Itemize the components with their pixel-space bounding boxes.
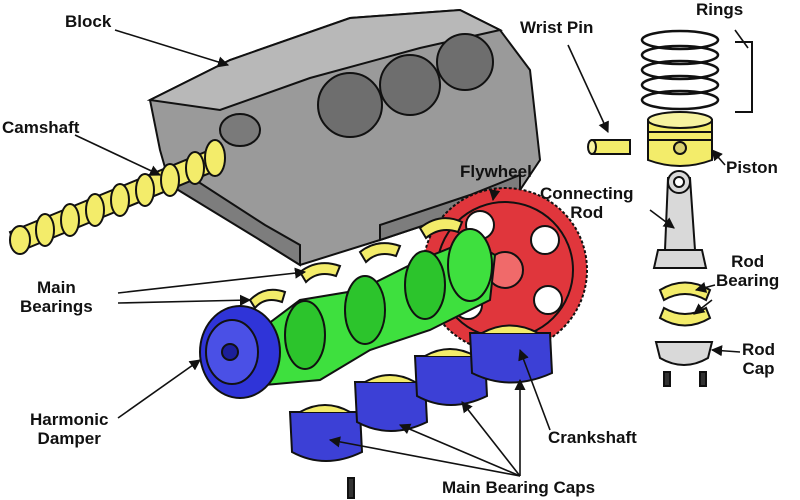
label-connecting-rod: Connecting Rod <box>540 184 634 222</box>
label-main-bearing-caps: Main Bearing Caps <box>442 478 596 497</box>
label-flywheel: Flywheel <box>460 162 532 181</box>
engine-block <box>146 8 542 267</box>
wrist-pin <box>587 139 631 155</box>
label-rod-bearing-line-2: Bearing <box>716 271 780 290</box>
main-bearings <box>248 217 464 310</box>
label-rod-cap-line-2: Cap <box>742 359 775 378</box>
label-block: Block <box>65 12 112 31</box>
label-connecting-rod-line-2: Rod <box>570 203 604 222</box>
label-crankshaft: Crankshaft <box>548 428 637 447</box>
label-piston: Piston <box>726 158 778 177</box>
label-main-bearings-line-1: Main <box>37 278 76 297</box>
label-camshaft: Camshaft <box>2 118 80 137</box>
label-rod-cap: Rod Cap <box>742 340 775 378</box>
label-rod-bearing-line-1: Rod <box>731 252 765 271</box>
label-harmonic-damper-line-1: Harmonic <box>30 410 109 429</box>
piston <box>647 111 713 167</box>
leader-lines <box>74 29 749 477</box>
connecting-rod <box>652 170 708 269</box>
rod-cap <box>654 341 714 387</box>
piston-rings <box>640 29 753 113</box>
camshaft <box>8 139 226 255</box>
label-rings: Rings <box>696 0 744 19</box>
label-rod-cap-line-1: Rod <box>742 340 776 359</box>
crankshaft <box>238 228 497 387</box>
label-main-bearings: Main Bearings <box>20 278 93 316</box>
label-wrist-pin: Wrist Pin <box>520 18 594 37</box>
label-rod-bearing: Rod Bearing <box>716 252 779 290</box>
label-main-bearings-line-2: Bearings <box>20 297 93 316</box>
harmonic-damper <box>199 305 281 399</box>
label-harmonic-damper-line-2: Damper <box>37 429 101 448</box>
main-bearing-caps <box>288 324 554 499</box>
label-connecting-rod-line-1: Connecting <box>540 184 634 203</box>
label-harmonic-damper: Harmonic Damper <box>30 410 108 448</box>
